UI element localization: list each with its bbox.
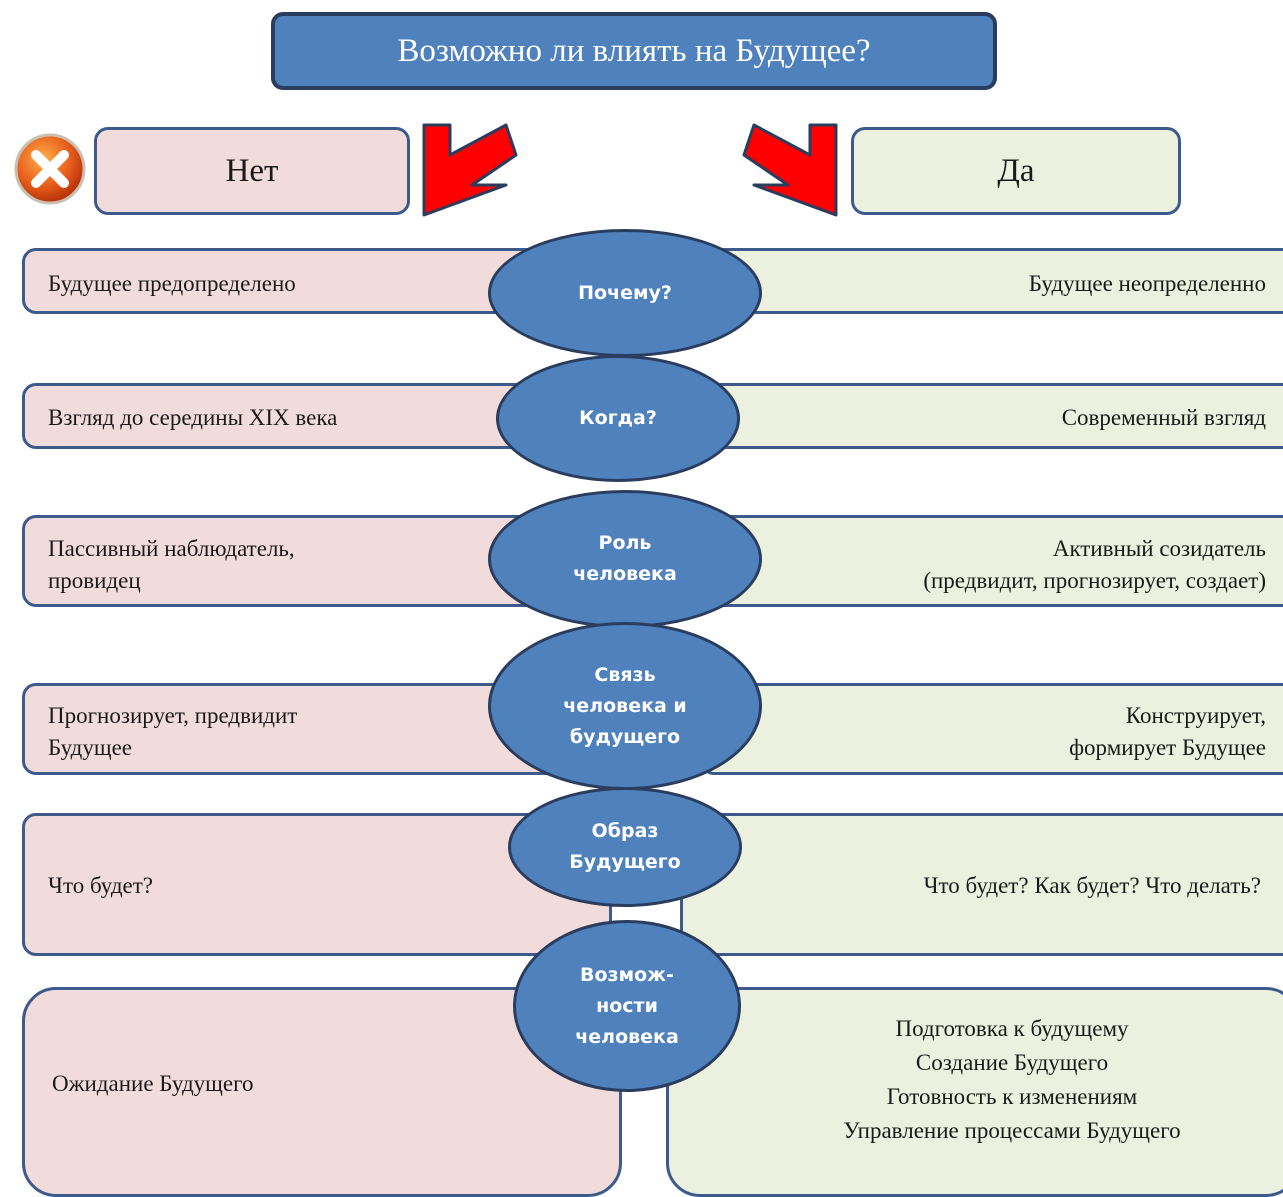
no-box-row4 [22,683,562,775]
yes-text-row5: Что будет? Как будет? Что делать? [923,873,1261,898]
question-label: Почему? [578,281,672,304]
no-text-row5: Что будет? [48,873,153,898]
yes-text-row1: Будущее неопределенно [1028,271,1266,296]
no-box-row3 [22,515,562,607]
question-human-opportunities: Возмож- ности человека [513,920,741,1092]
question-label: Возмож- ности человека [575,963,679,1048]
yes-box-row2 [700,383,1283,449]
question-label: Связь человека и будущего [563,663,687,748]
yes-text-row3: Активный созидатель (предвидит, прогнози… [923,536,1266,593]
down-right-arrow-icon [742,123,838,217]
yes-text-row2: Современный взгляд [1061,405,1266,430]
question-when: Когда? [496,355,740,482]
title-text: Возможно ли влиять на Будущее? [397,32,871,69]
no-text-row6: Ожидание Будущего [52,1071,254,1096]
no-header-label: Нет [225,152,279,189]
no-header: Нет [94,127,410,215]
yes-text-row6: Подготовка к будущему Создание Будущего … [843,1016,1181,1143]
down-left-arrow-icon [422,123,518,217]
question-label: Когда? [579,407,657,429]
question-label: Образ Будущего [569,820,681,873]
yes-text-row4: Конструирует, формирует Будущее [1069,703,1266,760]
no-box-row2 [22,383,562,449]
question-human-future-link: Связь человека и будущего [488,622,762,790]
yes-box-row3 [700,515,1283,607]
close-icon [14,133,86,205]
question-future-image: Образ Будущего [508,787,742,907]
title-box: Возможно ли влиять на Будущее? [271,12,997,90]
yes-box-row6 [666,987,1283,1197]
no-box-row1 [22,248,562,314]
no-text-row1: Будущее предопределено [48,271,296,296]
yes-box-row5 [680,813,1283,956]
yes-header: Да [851,127,1181,215]
question-human-role: Роль человека [488,490,762,628]
no-text-row4: Прогнозирует, предвидит Будущее [48,703,298,760]
yes-box-row4 [700,683,1283,775]
no-text-row3: Пассивный наблюдатель, провидец [48,536,295,593]
no-text-row2: Взгляд до середины XIX века [48,405,338,430]
question-why: Почему? [488,229,762,357]
yes-header-label: Да [997,152,1035,189]
question-label: Роль человека [573,532,677,585]
